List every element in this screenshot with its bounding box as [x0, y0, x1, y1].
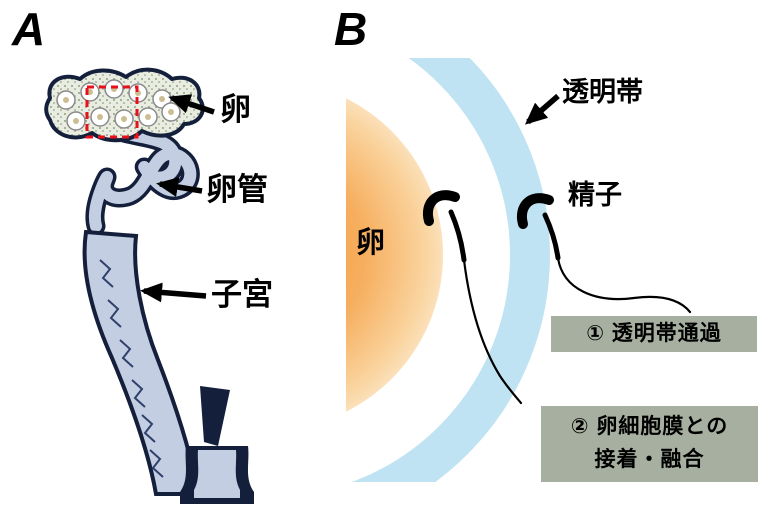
step1-box: ① 透明帯通過 [551, 316, 757, 352]
zona-arrow [524, 93, 560, 125]
sperm-inner-head [422, 190, 460, 226]
panel-b-letter: B [334, 3, 368, 55]
sperm-inner [422, 190, 523, 405]
follicle-highlight-box [85, 85, 139, 139]
oviduct-coil [85, 122, 200, 236]
zona-pellucida-label: 透明帯 [562, 77, 643, 107]
cervix-inner [194, 450, 240, 498]
step2-text-line2: 接着・融合 [594, 448, 705, 471]
uterus-texture [99, 259, 164, 478]
egg-follicle [104, 79, 124, 99]
annotation-arrows [140, 94, 215, 303]
egg-follicle [161, 102, 181, 122]
step2-text-line1: ② 卵細胞膜との [570, 415, 729, 439]
step1-text: ① 透明帯通過 [586, 321, 722, 345]
sperm-label: 精子 [568, 180, 622, 210]
sperm-outer-tail [556, 256, 692, 314]
reproductive-tract [44, 67, 254, 504]
sperm-inner-tail [462, 258, 523, 405]
uterus-label: 子宮 [211, 277, 273, 312]
step2-box: ② 卵細胞膜との 接着・融合 [541, 406, 758, 482]
egg-follicle [114, 109, 134, 129]
arrow-to-oviduct [156, 177, 203, 197]
oviduct-label: 卵管 [206, 172, 268, 207]
sperm-outer-head [516, 193, 554, 229]
sperm-inner-midpiece [448, 209, 467, 263]
arrow-to-uterus [140, 282, 207, 303]
ovary-outline [44, 67, 205, 143]
panel-a-letter: A [12, 3, 46, 55]
egg-label-b: 卵 [356, 227, 386, 259]
sperm-outer-midpiece [542, 212, 561, 261]
arrow-to-egg [168, 94, 215, 115]
egg-cell [346, 98, 443, 412]
egg-follicle [56, 90, 76, 110]
egg-follicle [90, 107, 110, 127]
egg-follicle [80, 82, 100, 102]
zona-pellucida-ring [351, 58, 550, 482]
egg-follicle [138, 107, 158, 127]
cervix-wedge [200, 386, 230, 446]
oviduct-tube [88, 126, 197, 232]
egg-follicle [66, 111, 86, 131]
ovary-follicles [56, 79, 181, 131]
sperm-outer [516, 193, 692, 314]
ovary [44, 67, 205, 143]
uterus-shape [82, 229, 201, 496]
fertilization-diagram [346, 58, 550, 482]
egg-label-a: 卵 [220, 92, 251, 127]
